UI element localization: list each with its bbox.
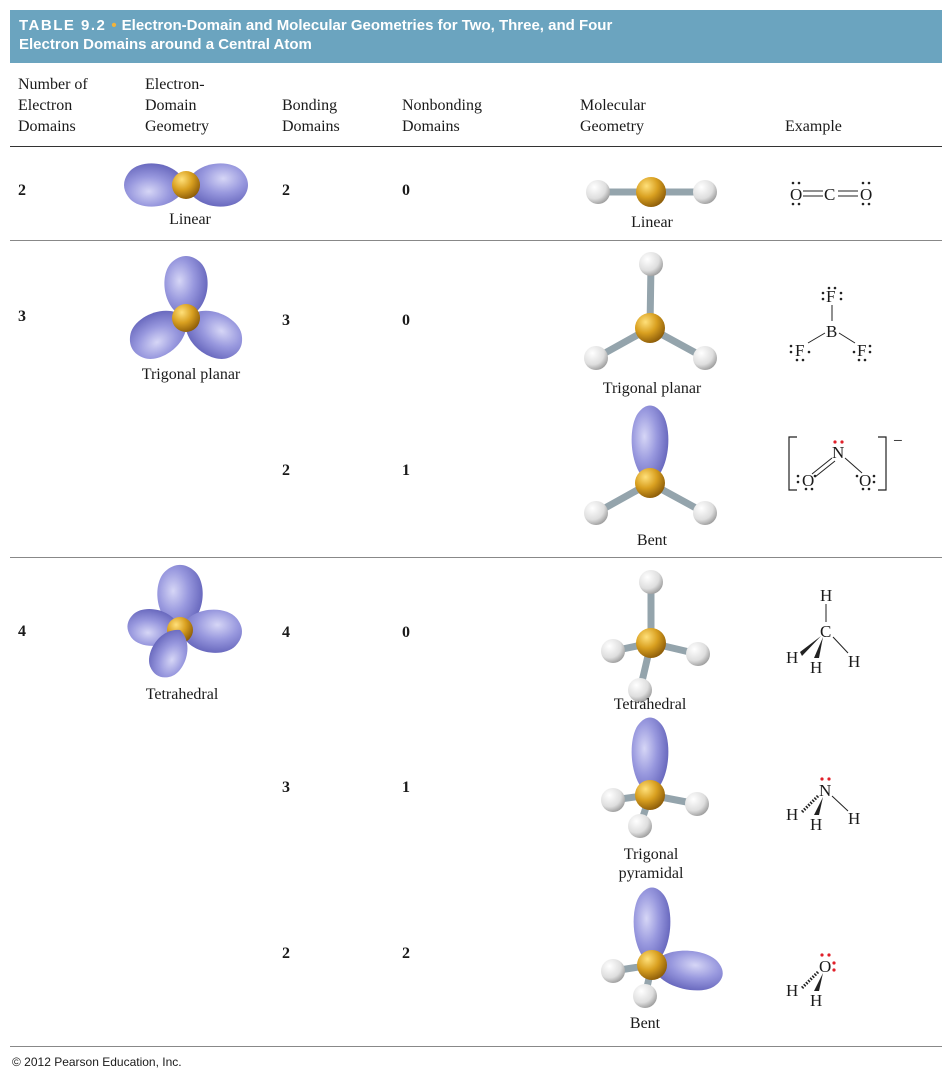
title-line-1: Electron-Domain and Molecular Geometries… [121,17,613,34]
table-title: TABLE 9.2•Electron-Domain and Molecular … [19,16,612,54]
svg-text:O: O [859,471,871,490]
molecular-bent-tetrahedral-model [601,887,726,1008]
molecular-geometry-label: Linear [631,214,673,231]
electron-domain-geometry-label: Linear [169,211,211,228]
title-line-2: Electron Domains around a Central Atom [19,36,312,53]
svg-text:F: F [826,287,835,306]
example-no2-lewis: − N O O [788,431,903,491]
svg-text:O: O [790,185,802,204]
bonding-domains: 2 [282,182,290,199]
group-divider [10,557,942,558]
group-divider [10,240,942,241]
svg-text:N: N [832,443,844,462]
bullet-icon: • [111,17,117,34]
molecular-linear-model [586,177,717,207]
electron-domain-trigonal-planar-model [121,256,251,368]
svg-text:H: H [848,652,860,671]
header-example: Example [785,118,842,135]
svg-text:C: C [820,622,831,641]
molecular-bent-model [584,405,717,525]
svg-text:O: O [860,185,872,204]
table-title-banner: TABLE 9.2•Electron-Domain and Molecular … [10,10,942,63]
electron-domain-linear-model [124,163,248,207]
svg-text:−: − [893,431,903,450]
svg-text:F: F [795,341,804,360]
electron-domain-geometry-label: Trigonal planar [141,366,241,383]
svg-text:N: N [819,781,831,800]
svg-text:H: H [786,981,798,1000]
molecular-trigonal-planar-model [584,252,717,370]
svg-text:H: H [786,648,798,667]
nonbonding-domains: 1 [402,462,410,479]
svg-text:O: O [819,957,831,976]
table-number: TABLE 9.2 [19,17,107,34]
molecular-geometry-label: Tetrahedral [613,696,687,713]
electron-domain-tetrahedral-model [125,564,243,684]
copyright-notice: © 2012 Pearson Education, Inc. [12,1055,182,1069]
svg-text:F: F [857,341,866,360]
example-ch4-lewis: H C H H H [786,586,860,677]
bonding-domains: 3 [282,779,290,796]
svg-text:H: H [786,805,798,824]
nonbonding-domains: 0 [402,312,410,329]
molecular-geometry-label: Trigonal planar [602,380,702,397]
example-bf3-lewis: F B F F [789,286,872,362]
svg-text:H: H [810,991,822,1010]
nonbonding-domains: 2 [402,945,410,962]
electron-domains-count: 4 [18,623,26,640]
nonbonding-domains: 1 [402,779,410,796]
footer-divider [10,1046,942,1047]
nonbonding-domains: 0 [402,182,410,199]
bonding-domains: 2 [282,462,290,479]
electron-domains-count: 3 [18,308,26,325]
svg-text:O: O [802,471,814,490]
molecular-geometry-label: Bent [629,1015,661,1032]
svg-text:H: H [810,658,822,677]
svg-text:H: H [848,809,860,828]
svg-text:H: H [810,815,822,834]
molecular-trigonal-pyramidal-model [601,717,709,838]
header-divider [10,146,942,147]
bonding-domains: 2 [282,945,290,962]
nonbonding-domains: 0 [402,624,410,641]
electron-domain-geometry-label: Tetrahedral [145,686,219,703]
example-nh3-lewis: N H H H [786,777,860,834]
molecular-geometry-label: Bent [636,532,668,549]
electron-domains-count: 2 [18,182,26,199]
example-h2o-lewis: O H H [786,953,836,1010]
bonding-domains: 4 [282,624,290,641]
example-co2-lewis: O C O [790,181,872,206]
svg-text:C: C [824,185,835,204]
molecular-tetrahedral-model [601,570,710,702]
bonding-domains: 3 [282,312,290,329]
svg-text:H: H [820,586,832,605]
svg-text:B: B [826,322,837,341]
